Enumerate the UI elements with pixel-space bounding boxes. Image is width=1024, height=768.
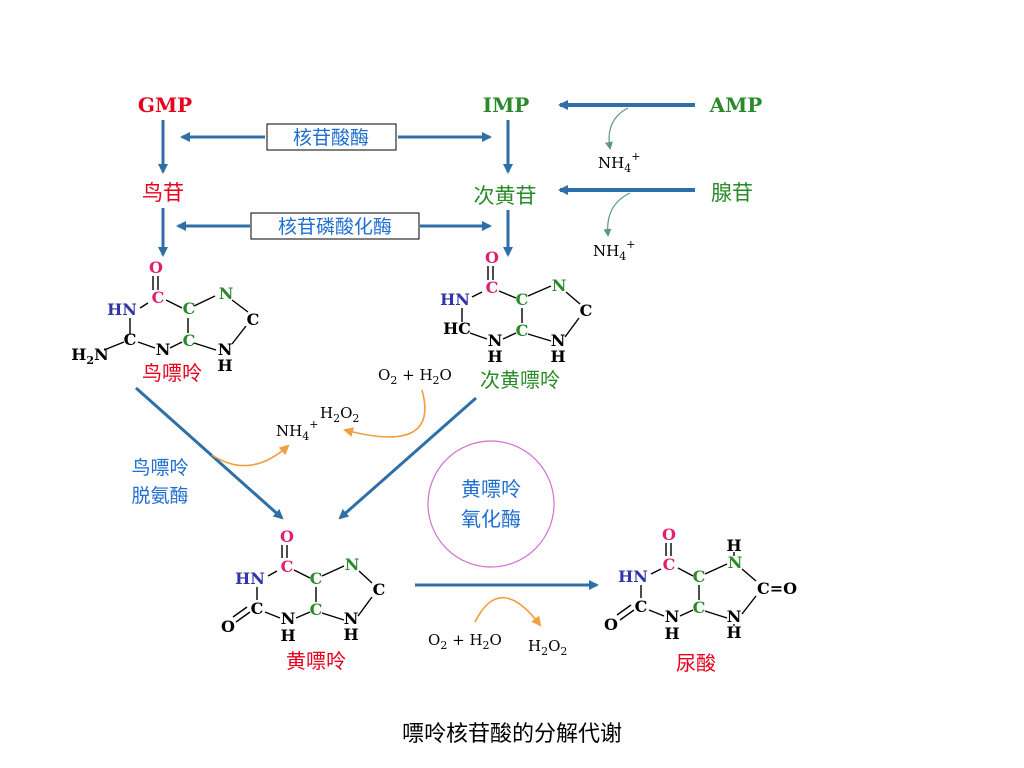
svg-text:C: C [152, 288, 165, 307]
svg-text:N: N [728, 553, 743, 572]
nucleotidase-label: 核苷酸酶 [293, 127, 369, 149]
guanine-deaminase-line1: 鸟嘌呤 [131, 457, 188, 479]
svg-text:N: N [281, 609, 296, 628]
nh4-release-arrow-1 [605, 107, 629, 150]
gmp-label: GMP [138, 93, 192, 117]
svg-text:H: H [487, 347, 502, 366]
svg-text:H: H [280, 626, 295, 645]
phosphorylase-label: 核苷磷酸化酶 [278, 216, 392, 238]
svg-text:O: O [662, 525, 676, 544]
o2-h2o-label-2: O2 + H2O [428, 631, 502, 652]
inosine-label: 次黄苷 [474, 184, 537, 208]
svg-text:N: N [345, 555, 360, 574]
xanthine-oxidase-line1: 黄嘌呤 [461, 477, 521, 501]
svg-text:N: N [488, 331, 503, 350]
arrow-hypoxanthine-to-xanthine [338, 396, 477, 520]
imp-label: IMP [483, 93, 530, 117]
arrow-guanine-to-xanthine [135, 386, 284, 520]
xanthine-oxidase-badge: 黄嘌呤 氧化酶 [427, 440, 555, 568]
h2o2-release-arrow-1 [343, 389, 426, 438]
svg-text:O: O [485, 248, 499, 267]
svg-text:H: H [343, 625, 358, 644]
svg-text:C: C [693, 567, 706, 586]
svg-text:C: C [310, 600, 323, 619]
svg-text:N: N [218, 340, 233, 359]
amp-label: AMP [709, 93, 763, 117]
phosphorylase-box [250, 212, 420, 240]
xanthine-structure: O C HN C N H C C N C N H O [221, 527, 385, 645]
uric-acid-structure: O C HN C N H C C H N C=O N H O [604, 525, 797, 643]
guanine-deaminase-line2: 脱氨酶 [131, 485, 188, 507]
svg-text:N: N [551, 331, 566, 350]
guanine-structure: O C HN C N C C N C N H H2N [71, 258, 259, 375]
svg-text:H: H [550, 347, 565, 366]
svg-text:C: C [310, 569, 323, 588]
svg-text:HN: HN [107, 300, 137, 319]
nh4-label-1: NH4+ [598, 150, 640, 175]
svg-text:O: O [221, 617, 235, 636]
svg-text:N: N [552, 276, 567, 295]
svg-text:N: N [219, 284, 234, 303]
svg-text:C: C [635, 597, 648, 616]
svg-text:C: C [183, 331, 196, 350]
svg-text:HN: HN [618, 567, 648, 586]
svg-text:C=O: C=O [757, 579, 797, 598]
uric-acid-label: 尿酸 [676, 651, 716, 675]
svg-text:C: C [486, 278, 499, 297]
nh4-release-arrow-2 [603, 192, 631, 237]
svg-text:H: H [217, 356, 232, 375]
figure-caption: 嘌呤核苷酸的分解代谢 [401, 722, 622, 747]
svg-text:H: H [726, 623, 741, 642]
xanthine-oxidase-line2: 氧化酶 [461, 507, 521, 531]
h2o2-label-1: H2O2 [320, 404, 359, 425]
o2-h2o-label-1: O2 + H2O [378, 366, 452, 387]
xanthine-label: 黄嘌呤 [286, 649, 346, 673]
svg-text:O: O [604, 615, 618, 634]
svg-text:N: N [344, 609, 359, 628]
svg-text:C: C [124, 330, 137, 349]
svg-text:C: C [663, 555, 676, 574]
svg-text:HC: HC [443, 319, 471, 338]
svg-text:C: C [281, 557, 294, 576]
svg-text:N: N [665, 607, 680, 626]
nh4-label-2: NH4+ [593, 238, 635, 263]
svg-text:C: C [693, 598, 706, 617]
svg-text:C: C [516, 321, 529, 340]
nucleotidase-box [266, 123, 397, 151]
adenosine-label: 腺苷 [711, 181, 753, 205]
svg-text:C: C [580, 301, 593, 320]
hypoxanthine-structure: O C HN HC N H C C N C N H [440, 248, 592, 366]
svg-text:H: H [664, 624, 679, 643]
hypoxanthine-label: 次黄嘌呤 [480, 368, 560, 392]
svg-text:C: C [247, 310, 260, 329]
svg-text:HN: HN [440, 290, 470, 309]
nh4-release-arrow-3 [211, 444, 290, 467]
svg-text:O: O [149, 258, 163, 277]
guanine-label: 鸟嘌呤 [142, 361, 202, 385]
svg-text:H: H [726, 536, 741, 555]
svg-text:H2N: H2N [71, 345, 108, 367]
svg-text:C: C [373, 580, 386, 599]
svg-text:N: N [156, 340, 171, 359]
h2o2-label-2: H2O2 [528, 637, 567, 658]
svg-text:C: C [183, 299, 196, 318]
svg-text:O: O [280, 527, 294, 546]
nh4-label-3: NH4+ [276, 418, 318, 443]
svg-text:HN: HN [235, 569, 265, 588]
h2o2-release-arrow-2 [474, 597, 542, 627]
svg-text:N: N [727, 607, 742, 626]
svg-text:C: C [516, 290, 529, 309]
guanosine-label: 鸟苷 [142, 181, 184, 205]
svg-text:C: C [251, 599, 264, 618]
